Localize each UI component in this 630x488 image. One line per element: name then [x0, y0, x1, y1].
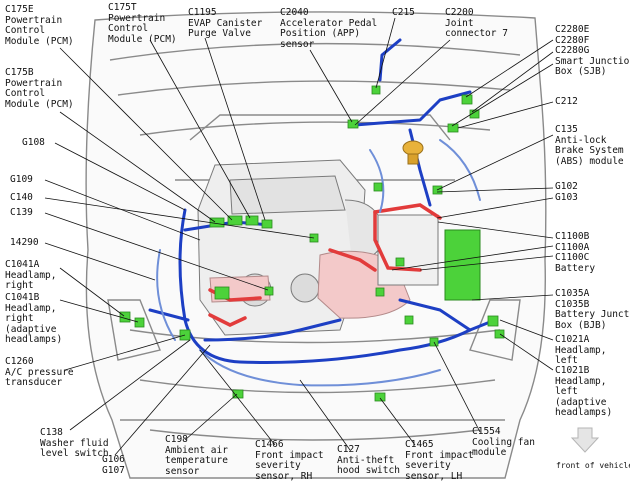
label-c1041b: C1041B Headlamp, right (adaptive headlam… — [5, 292, 63, 345]
joint-connector — [402, 140, 424, 165]
label-c1466: C1466 Front impact severity sensor, RH — [255, 439, 324, 482]
label-c1554: C1554 Cooling fan module — [472, 426, 535, 458]
label-c1021a: C1021A Headlamp, left — [555, 334, 607, 366]
battery-region — [377, 214, 481, 301]
label-c215: C215 — [392, 7, 415, 18]
label-c135: C135 Anti-lock Brake System (ABS) module — [555, 124, 624, 167]
label-c2200: C2200 Joint connector 7 — [445, 7, 508, 39]
label-c212: C212 — [555, 96, 578, 107]
arrow-down-icon — [570, 427, 600, 453]
label-c138: C138 Washer fluid level switch — [40, 427, 109, 459]
label-c1195: C1195 EVAP Canister Purge Valve — [188, 7, 263, 39]
label-14290: 14290 — [10, 237, 39, 248]
label-c140: C140 — [10, 192, 33, 203]
label-c139: C139 — [10, 207, 33, 218]
label-c175t: C175T Powertrain Control Module (PCM) — [108, 2, 177, 45]
label-c175b: C175B Powertrain Control Module (PCM) — [5, 67, 74, 110]
label-g102: G102 G103 — [555, 181, 578, 203]
label-c1465: C1465 Front impact severity sensor, LH — [405, 439, 474, 482]
main-harness — [148, 38, 497, 364]
label-g109: G109 — [10, 174, 33, 185]
leader-lines — [44, 17, 554, 456]
label-c1041a: C1041A Headlamp, right — [5, 259, 57, 291]
label-front-of-vehicle: front of vehicle — [556, 461, 630, 470]
label-c1021b: C1021B Headlamp, left (adaptive headlamp… — [555, 365, 613, 418]
label-c1260: C1260 A/C pressure transducer — [5, 356, 74, 388]
label-g108: G108 — [22, 137, 45, 148]
secondary-harness — [156, 139, 481, 387]
label-g106: G106 G107 — [102, 454, 125, 476]
label-c127: C127 Anti-theft hood switch — [337, 444, 400, 476]
label-c175e: C175E Powertrain Control Module (PCM) — [5, 4, 74, 47]
label-c2280: C2280E C2280F C2280G Smart Junction Box … — [555, 24, 630, 77]
label-c1035: C1035A C1035B Battery Junction Box (BJB) — [555, 288, 630, 331]
label-c2040: C2040 Accelerator Pedal Position (APP) s… — [280, 7, 378, 50]
label-c1100: C1100B C1100A C1100C Battery — [555, 231, 596, 274]
label-c198: C198 Ambient air temperature sensor — [165, 434, 228, 477]
